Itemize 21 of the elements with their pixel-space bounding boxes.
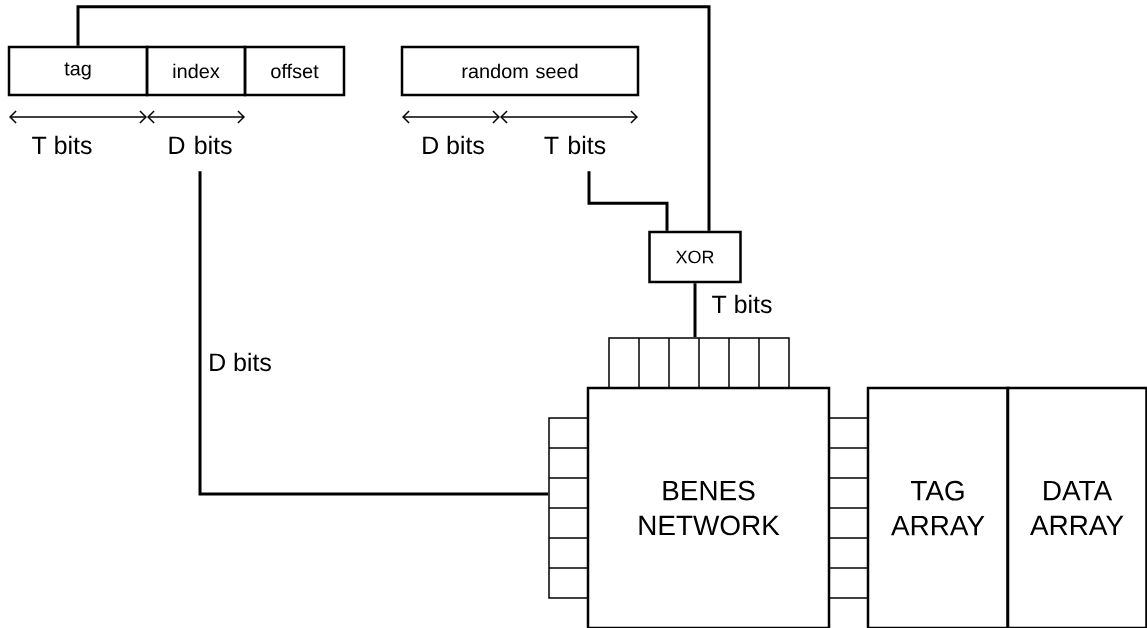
- port-row: [608, 337, 790, 389]
- field-box: random seed: [400, 45, 640, 97]
- xor-box: XOR: [648, 230, 742, 284]
- bit-width-text: T bits: [544, 135, 606, 155]
- port-column: [548, 417, 589, 599]
- edge-label: D bits: [207, 351, 273, 373]
- network-box: BENES NETWORK: [586, 386, 831, 628]
- connector-line: [587, 171, 669, 231]
- bit-width-text: D bits: [169, 135, 232, 155]
- bit-width-text: D bits: [423, 135, 484, 155]
- field-box: tag: [7, 45, 149, 97]
- bit-width-text: T bits: [32, 135, 92, 155]
- port-column: [828, 417, 869, 599]
- connector-line: [198, 171, 549, 496]
- array-box: DATA ARRAY: [1006, 386, 1147, 628]
- array-box: TAG ARRAY: [866, 386, 1010, 628]
- connector-line: [693, 283, 697, 338]
- connector-line: [76, 5, 711, 231]
- field-box: index: [145, 45, 247, 97]
- field-box: offset: [243, 45, 346, 97]
- edge-label: T bits: [710, 293, 774, 315]
